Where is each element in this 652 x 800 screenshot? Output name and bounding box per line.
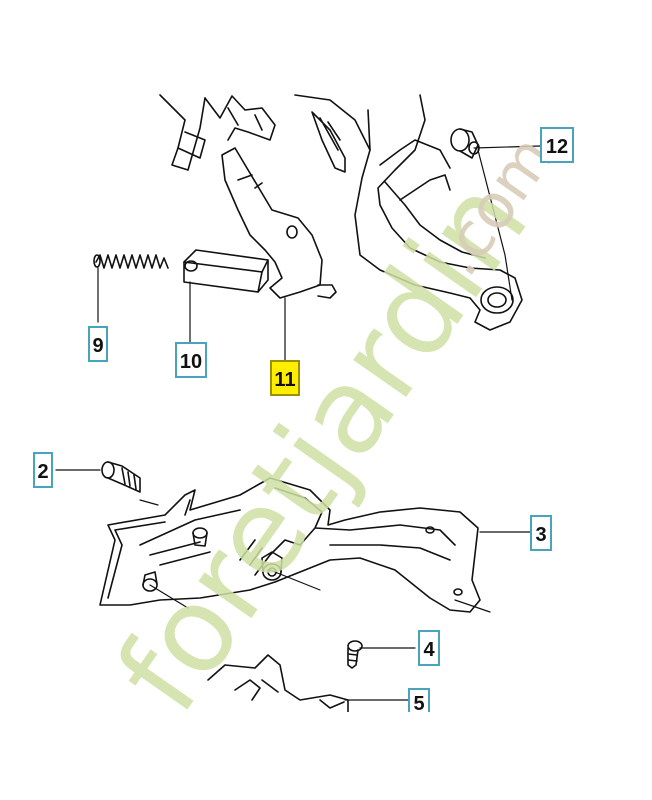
callout-3-label: 3	[535, 524, 547, 546]
callout-9[interactable]: 9	[88, 326, 108, 362]
callout-12-label: 12	[545, 136, 569, 158]
blade-guard-arm	[294, 94, 523, 331]
part-5-bracket	[207, 654, 349, 713]
callout-4[interactable]: 4	[418, 630, 440, 666]
callout-10[interactable]: 10	[175, 342, 207, 378]
part-9-spring	[93, 254, 169, 269]
part-2-screw	[101, 461, 141, 493]
callout-2[interactable]: 2	[33, 452, 53, 488]
part-3-guard-plate	[99, 477, 481, 613]
leader-lines	[55, 145, 541, 701]
part-12-bushing	[450, 128, 480, 159]
callout-5-label: 5	[413, 693, 425, 712]
part-10-block	[183, 249, 269, 293]
callout-4-label: 4	[423, 639, 435, 661]
lever-parts-top	[159, 94, 276, 171]
callout-10-label: 10	[179, 351, 203, 373]
callout-5[interactable]: 5	[408, 688, 430, 712]
callout-3[interactable]: 3	[530, 515, 552, 551]
callout-2-label: 2	[37, 461, 49, 483]
part-4-screw	[347, 640, 363, 669]
watermark: foretjardin .com	[90, 122, 568, 736]
callout-12[interactable]: 12	[540, 127, 574, 163]
callout-11[interactable]: 11	[270, 360, 300, 396]
crop-mask	[0, 712, 652, 800]
callout-11-label: 11	[274, 369, 296, 391]
part-11-latch	[221, 147, 337, 299]
callout-9-label: 9	[92, 335, 104, 357]
